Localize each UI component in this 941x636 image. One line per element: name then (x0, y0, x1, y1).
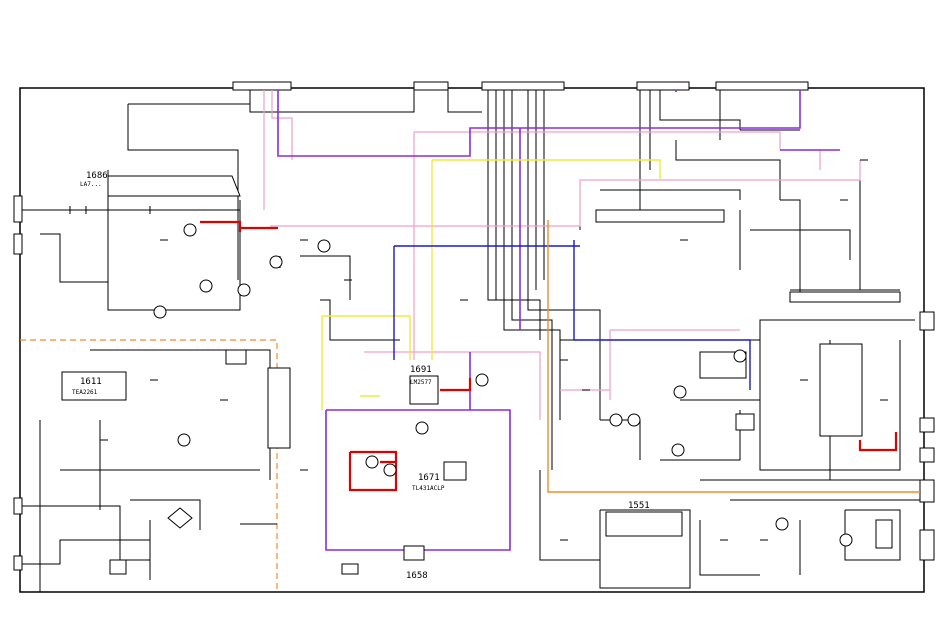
red-wires (200, 220, 898, 492)
ic-1671-body (443, 461, 467, 481)
ic-packages (61, 175, 901, 575)
ic-1611-ref: 1611 (80, 377, 102, 387)
yellow-wires (321, 159, 661, 410)
passive-components (69, 159, 888, 541)
ic-1551-ref: 1551 (628, 501, 650, 511)
power-domain-boundary (20, 339, 278, 592)
ic-regulator-left (267, 367, 291, 449)
purple-wires (277, 90, 840, 551)
ic-1691-body (409, 375, 439, 405)
ic-1611-body (61, 371, 127, 401)
ic-1691-ref: 1691 (410, 365, 432, 375)
ic-labels: 1686 LA7... 1611 TEA2261 1691 LM2577 167… (72, 171, 650, 581)
ic-connector-bottom-bus (789, 291, 901, 303)
black-wires (22, 90, 920, 592)
ic-connector-bus (595, 209, 725, 223)
ic-small-1 (225, 349, 247, 365)
top-connectors (232, 81, 809, 91)
ic-1551-body (605, 511, 683, 537)
ic-small-6 (341, 563, 359, 575)
ic-1671-ref: 1671 (418, 473, 440, 483)
ic-1686-ref: 1686 (86, 171, 108, 181)
ic-1691-part: LM2577 (410, 379, 432, 386)
transistors (153, 223, 853, 547)
orange-wires (547, 220, 920, 493)
ic-small-3 (735, 413, 755, 431)
ic-dip-right (819, 343, 863, 437)
ic-small-4 (875, 519, 893, 549)
ic-1611-part: TEA2261 (72, 389, 98, 396)
right-edge-connectors (919, 311, 935, 561)
ic-1686-body (107, 175, 241, 197)
ic-1686-part: LA7... (80, 181, 102, 188)
blue-wires (393, 240, 751, 390)
ic-1671-part: TL431ACLP (412, 485, 445, 492)
ic-1658-ref: 1658 (406, 571, 428, 581)
bridge-rectifier (167, 507, 193, 529)
ic-small-5 (109, 559, 127, 575)
left-edge-connectors (13, 195, 23, 571)
pink-wires (263, 90, 861, 420)
ic-1658-body (403, 545, 425, 561)
